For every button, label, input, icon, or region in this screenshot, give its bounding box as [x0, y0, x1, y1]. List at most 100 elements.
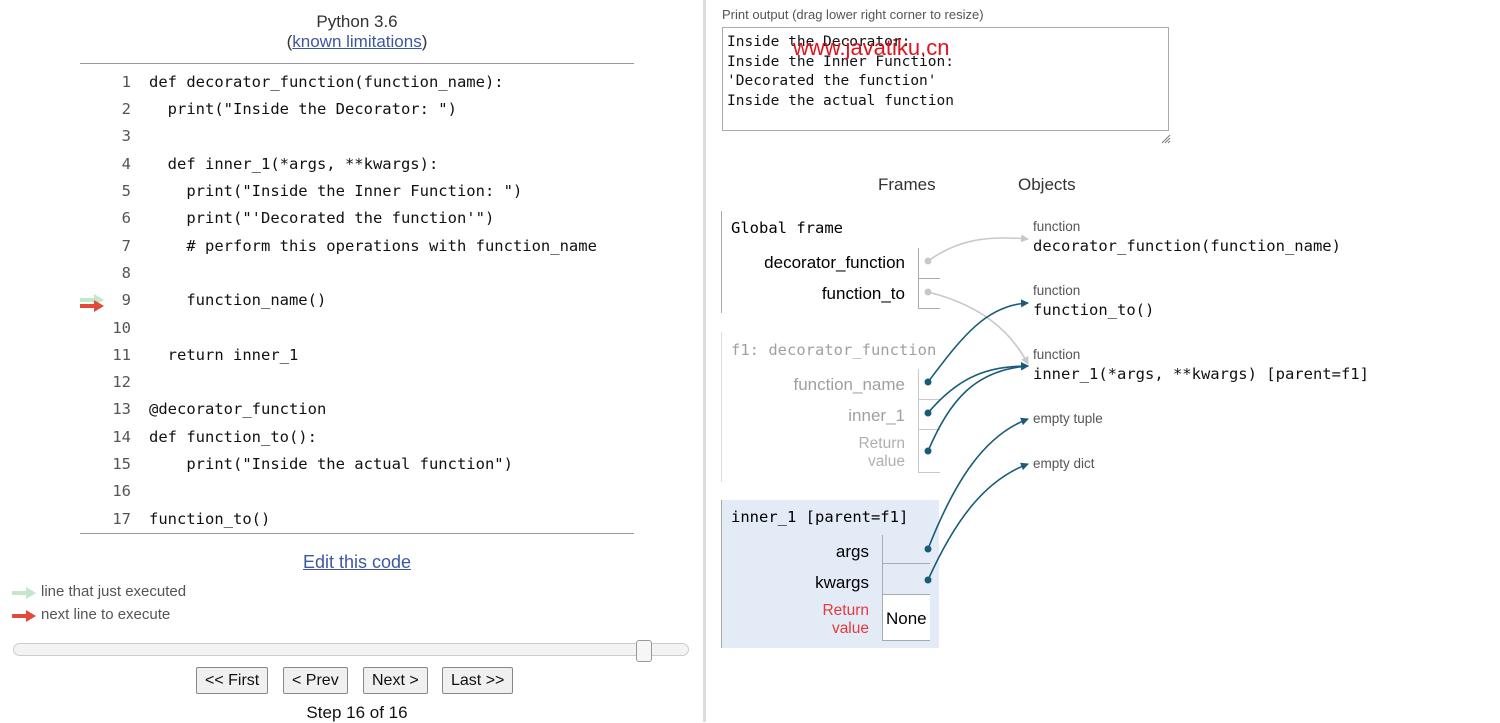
return-value-none: None: [886, 609, 927, 628]
print-output-caption: Print output (drag lower right corner to…: [722, 7, 984, 22]
code-line: 10: [80, 315, 634, 341]
line-text: @decorator_function: [149, 400, 327, 418]
last-button[interactable]: Last >>: [442, 667, 514, 694]
line-text: print("Inside the Inner Function: "): [149, 182, 523, 200]
code-line: 1 def decorator_function(function_name):: [80, 69, 634, 95]
green-arrow-icon: [12, 587, 36, 599]
pointer-inner-1: [927, 362, 1029, 414]
limitations-paren-close: ): [421, 32, 428, 51]
line-text: function_name(): [149, 291, 327, 309]
line-number: 9: [121, 291, 131, 309]
line-number: 3: [121, 127, 131, 145]
objects-header: Objects: [1018, 175, 1076, 194]
next-button[interactable]: Next >: [363, 667, 428, 694]
prev-button[interactable]: < Prev: [283, 667, 348, 694]
limitations-paren-open: (: [286, 32, 293, 51]
output-line: 'Decorated the function': [727, 73, 937, 89]
object-type-label: function: [1033, 219, 1081, 234]
line-number: 10: [112, 319, 131, 337]
line-text: return inner_1: [149, 346, 299, 364]
line-number: 12: [112, 373, 131, 391]
line-number: 13: [112, 400, 131, 418]
line-text: # perform this operations with function_…: [149, 237, 597, 255]
var-name-function-to: function_to: [821, 284, 905, 303]
var-name-args: args: [835, 542, 869, 561]
pointer-args: [927, 417, 1029, 550]
var-value-cell: [918, 369, 940, 400]
pointer-kwargs: [927, 462, 1029, 581]
return-label-line: Return: [822, 602, 869, 619]
line-number: 2: [121, 100, 131, 118]
return-label-line: value: [867, 453, 905, 470]
object-inner-1: inner_1(*args, **kwargs) [parent=f1]: [1033, 365, 1369, 383]
line-number: 1: [121, 73, 131, 91]
var-value-cell: [882, 535, 930, 564]
line-number: 15: [112, 455, 131, 473]
line-text: print("Inside the Decorator: "): [149, 100, 457, 118]
line-number: 14: [112, 428, 131, 446]
frame-title: Global frame: [731, 219, 843, 237]
var-value-cell: [918, 400, 940, 430]
code-line: 12: [80, 369, 634, 395]
step-counter: Step 16 of 16: [306, 703, 408, 722]
pointer-decorator-function: [927, 234, 1029, 262]
var-value-cell: [918, 430, 940, 473]
pointer-function-to: [927, 291, 1029, 365]
language-title: Python 3.6: [316, 12, 398, 31]
line-number: 7: [121, 237, 131, 255]
var-value-cell: [882, 564, 930, 595]
f1-frame: f1: decorator_function function_name inn…: [721, 332, 940, 482]
code-line: 15 print("Inside the actual function"): [80, 451, 634, 477]
line-number: 6: [121, 209, 131, 227]
var-name-inner-1: inner_1: [848, 406, 905, 425]
edit-code-container: Edit this code: [80, 552, 634, 573]
frame-title: f1: decorator_function: [731, 341, 937, 359]
var-name-decorator-function: decorator_function: [764, 253, 905, 272]
line-text: def function_to():: [149, 428, 317, 446]
object-empty-tuple: empty tuple: [1033, 411, 1103, 426]
line-text: def inner_1(*args, **kwargs):: [149, 155, 439, 173]
frame-title: inner_1 [parent=f1]: [731, 508, 909, 526]
line-number: 16: [112, 482, 131, 500]
object-function-to: function_to(): [1033, 301, 1155, 319]
line-text: function_to(): [149, 510, 271, 528]
line-number: 8: [121, 264, 131, 282]
step-slider-track[interactable]: [13, 643, 689, 656]
line-text: print("Inside the actual function"): [149, 455, 513, 473]
code-line: 9 function_name(): [80, 287, 634, 313]
pointer-function-name: [927, 299, 1029, 383]
resize-grip-icon[interactable]: [1161, 134, 1171, 144]
var-value-cell: [918, 279, 940, 309]
pane-divider[interactable]: [703, 0, 706, 722]
code-line: 6 print("'Decorated the function'"): [80, 205, 634, 231]
code-panel: Python 3.6 (known limitations) 1 def deco…: [0, 0, 703, 722]
limitations-line: (known limitations): [80, 32, 634, 52]
watermark: www.javatiku.cn: [793, 35, 950, 60]
return-label-line: value: [831, 620, 869, 637]
line-text: print("'Decorated the function'"): [149, 209, 495, 227]
return-value-cell: [882, 595, 930, 641]
code-line: 11 return inner_1: [80, 342, 634, 368]
edit-code-link[interactable]: Edit this code: [302, 552, 412, 572]
code-line: 16: [80, 478, 634, 504]
pointer-return-value: [927, 362, 1029, 452]
code-line: 3: [80, 123, 634, 149]
legend-next-line: next line to execute: [12, 606, 312, 626]
print-output-box[interactable]: Inside the Decorator: Inside the Inner F…: [722, 27, 1169, 131]
known-limitations-link[interactable]: known limitations: [292, 32, 422, 51]
line-text: def decorator_function(function_name):: [149, 73, 504, 91]
line-number: 4: [121, 155, 131, 173]
code-line: 5 print("Inside the Inner Function: "): [80, 178, 634, 204]
code-line: 4 def inner_1(*args, **kwargs):: [80, 151, 634, 177]
next-line-arrow-icon: [80, 300, 104, 312]
first-button[interactable]: << First: [196, 667, 269, 694]
var-name-function-name: function_name: [793, 375, 905, 394]
line-number: 11: [112, 346, 131, 364]
line-number: 5: [121, 182, 131, 200]
code-line: 7 # perform this operations with functio…: [80, 233, 634, 259]
var-value-cell: [918, 248, 940, 279]
step-slider-handle[interactable]: [636, 640, 652, 662]
